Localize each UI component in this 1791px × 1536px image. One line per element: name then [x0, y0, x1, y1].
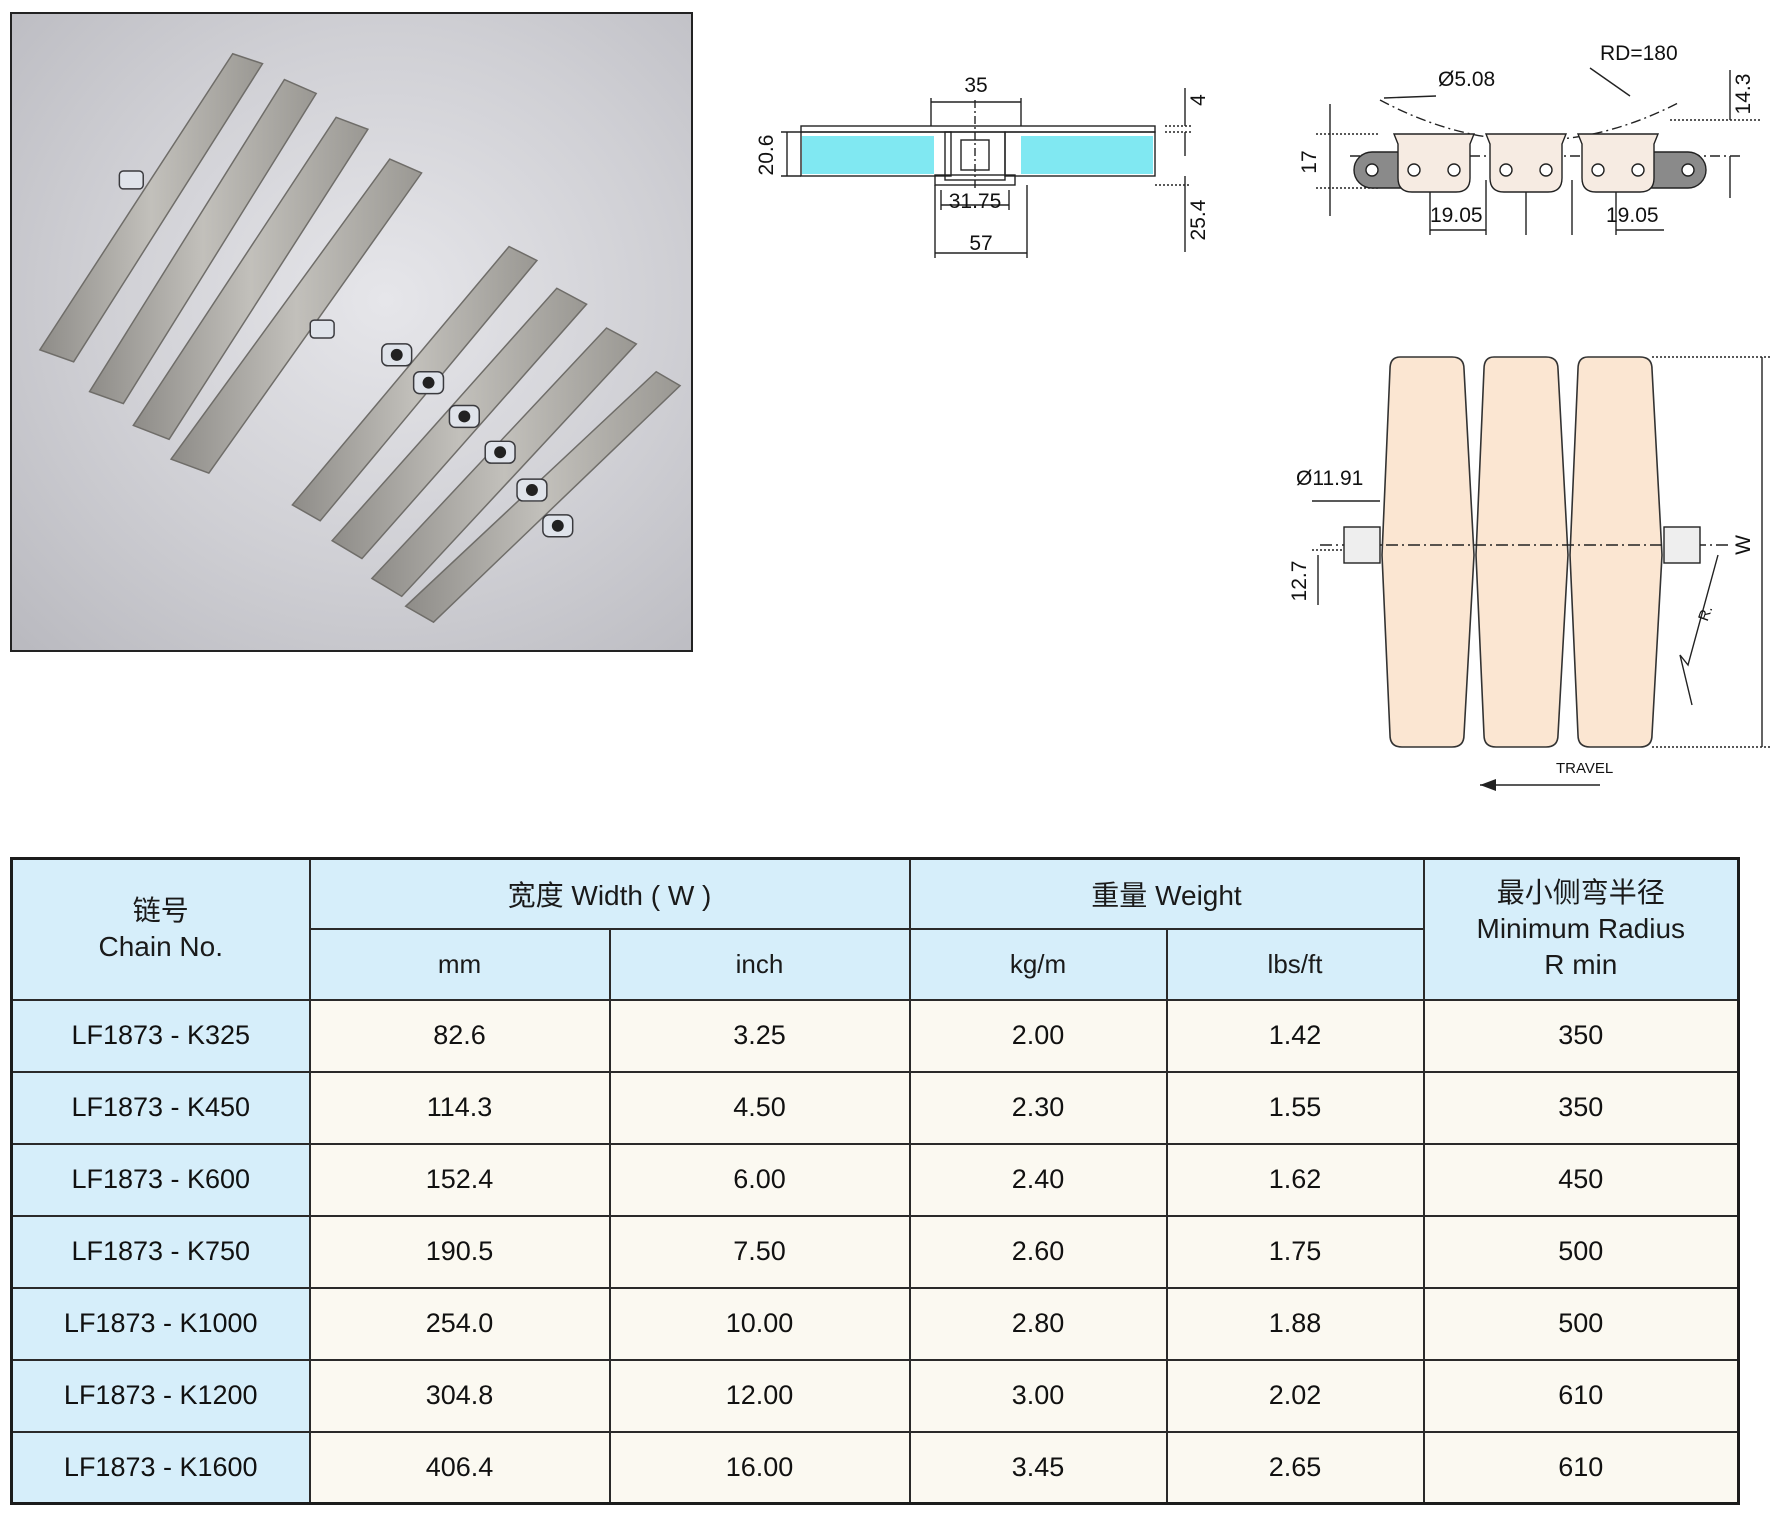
- product-photo: [10, 12, 693, 652]
- cell-kgm: 3.45: [908, 1430, 1168, 1505]
- cell-chain: LF1873 - K600: [10, 1142, 311, 1217]
- dim-offset: 12.7: [1288, 561, 1311, 602]
- table-row: LF1873 - K1200 304.8 12.00 3.00 2.02 610: [10, 1358, 1740, 1433]
- travel-label: TRAVEL: [1556, 760, 1613, 777]
- cell-chain: LF1873 - K1600: [10, 1430, 311, 1505]
- cell-mm: 114.3: [308, 1070, 611, 1145]
- cell-lbsft: 1.55: [1165, 1070, 1425, 1145]
- cell-kgm: 2.60: [908, 1214, 1168, 1289]
- header-width: 宽度 Width ( W ): [308, 857, 911, 930]
- header-inch: inch: [608, 927, 911, 1001]
- dim-pitch-right: 19.05: [1606, 204, 1659, 227]
- cell-inch: 12.00: [608, 1358, 911, 1433]
- dim-pitch-left: 19.05: [1430, 204, 1483, 227]
- header-row-top: 链号 Chain No. 宽度 Width ( W ) 重量 Weight 最小…: [10, 857, 1740, 1001]
- table-row: LF1873 - K325 82.6 3.25 2.00 1.42 350: [10, 998, 1740, 1073]
- spec-table: 链号 Chain No. 宽度 Width ( W ) 重量 Weight 最小…: [10, 857, 1741, 1505]
- header-chain-no: 链号 Chain No.: [10, 857, 311, 1001]
- cell-lbsft: 1.42: [1165, 998, 1425, 1073]
- cell-kgm: 2.80: [908, 1286, 1168, 1361]
- cell-inch: 7.50: [608, 1214, 911, 1289]
- cell-inch: 6.00: [608, 1142, 911, 1217]
- dim-height: 20.6: [755, 135, 778, 176]
- table-row: LF1873 - K1600 406.4 16.00 3.45 2.65 610: [10, 1430, 1740, 1505]
- top-plates: [1381, 356, 1663, 748]
- header-mm: mm: [308, 927, 611, 1001]
- cell-inch: 3.25: [608, 998, 911, 1073]
- cell-rmin: 350: [1422, 998, 1740, 1073]
- cell-chain: LF1873 - K450: [10, 1070, 311, 1145]
- cell-kgm: 2.00: [908, 998, 1168, 1073]
- table-row: LF1873 - K1000 254.0 10.00 2.80 1.88 500: [10, 1286, 1740, 1361]
- cell-chain: LF1873 - K1200: [10, 1358, 311, 1433]
- cell-lbsft: 1.88: [1165, 1286, 1425, 1361]
- cell-lbsft: 2.02: [1165, 1358, 1425, 1433]
- dim-inner: 31.75: [949, 190, 1002, 213]
- top-surface: [800, 125, 1156, 133]
- header-kgm: kg/m: [908, 927, 1168, 1001]
- cell-rmin: 610: [1422, 1430, 1740, 1505]
- cell-chain: LF1873 - K750: [10, 1214, 311, 1289]
- cell-chain: LF1873 - K1000: [10, 1286, 311, 1361]
- table-row: LF1873 - K600 152.4 6.00 2.40 1.62 450: [10, 1142, 1740, 1217]
- dim-pin: Ø5.08: [1438, 68, 1495, 91]
- upper-plates: [38, 52, 423, 475]
- header-lbsft: lbs/ft: [1165, 927, 1425, 1001]
- cell-inch: 16.00: [608, 1430, 911, 1505]
- header-radius-en1: Minimum Radius: [1476, 913, 1686, 945]
- cell-rmin: 350: [1422, 1070, 1740, 1145]
- header-min-radius: 最小侧弯半径 Minimum Radius R min: [1422, 857, 1740, 1001]
- cell-mm: 190.5: [308, 1214, 611, 1289]
- plate-fill-right: [1021, 136, 1153, 174]
- table-row: LF1873 - K750 190.5 7.50 2.60 1.75 500: [10, 1214, 1740, 1289]
- cell-kgm: 2.40: [908, 1142, 1168, 1217]
- dim-base: 57: [969, 232, 992, 255]
- plate-fill-left: [802, 136, 934, 174]
- dim-top-thickness: 4: [1187, 94, 1210, 106]
- cell-rmin: 450: [1422, 1142, 1740, 1217]
- cell-chain: LF1873 - K325: [10, 998, 311, 1073]
- cell-lbsft: 2.65: [1165, 1430, 1425, 1505]
- header-row-sub: mm inch kg/m lbs/ft: [12, 927, 1739, 1001]
- cell-inch: 10.00: [608, 1286, 911, 1361]
- dim-radius-r: R.: [1695, 604, 1716, 624]
- cross-section-drawing: 35 31.75 57 20.6 4 25.4: [735, 60, 1235, 270]
- cell-rmin: 500: [1422, 1214, 1740, 1289]
- right-lug: [1647, 151, 1707, 189]
- cell-rmin: 610: [1422, 1358, 1740, 1433]
- dim-width-w: W: [1732, 535, 1755, 555]
- cell-mm: 304.8: [308, 1358, 611, 1433]
- cell-kgm: 2.30: [908, 1070, 1168, 1145]
- top-view-drawing: Ø11.91 12.7 W R. TRAVEL: [1240, 345, 1780, 805]
- header-chain-cn: 链号: [132, 894, 189, 926]
- cell-mm: 82.6: [308, 998, 611, 1073]
- side-view-drawing: RD=180 Ø5.08 17 14.3 19.05 19.05: [1290, 30, 1770, 260]
- dim-link-height: 17: [1298, 150, 1321, 173]
- dim-radius: RD=180: [1600, 42, 1678, 65]
- cell-mm: 406.4: [308, 1430, 611, 1505]
- cell-rmin: 500: [1422, 1286, 1740, 1361]
- cell-lbsft: 1.75: [1165, 1214, 1425, 1289]
- header-weight: 重量 Weight: [908, 857, 1425, 930]
- cell-kgm: 3.00: [908, 1358, 1168, 1433]
- table-row: LF1873 - K450 114.3 4.50 2.30 1.55 350: [10, 1070, 1740, 1145]
- header-chain-en: Chain No.: [98, 931, 223, 963]
- hinge-links: [118, 170, 574, 538]
- side-links: [1392, 133, 1660, 193]
- cell-lbsft: 1.62: [1165, 1142, 1425, 1217]
- dim-top-width: 35: [964, 74, 987, 97]
- chain-photo-illustration: [38, 52, 682, 624]
- cell-mm: 152.4: [308, 1142, 611, 1217]
- header-radius-en2: R min: [1544, 949, 1618, 981]
- cell-mm: 254.0: [308, 1286, 611, 1361]
- dim-bottom: 25.4: [1187, 199, 1210, 240]
- dim-clearance: 14.3: [1732, 74, 1755, 115]
- dim-hole: Ø11.91: [1296, 467, 1363, 490]
- cell-inch: 4.50: [608, 1070, 911, 1145]
- lower-plates: [291, 245, 682, 624]
- header-radius-cn: 最小侧弯半径: [1496, 876, 1665, 908]
